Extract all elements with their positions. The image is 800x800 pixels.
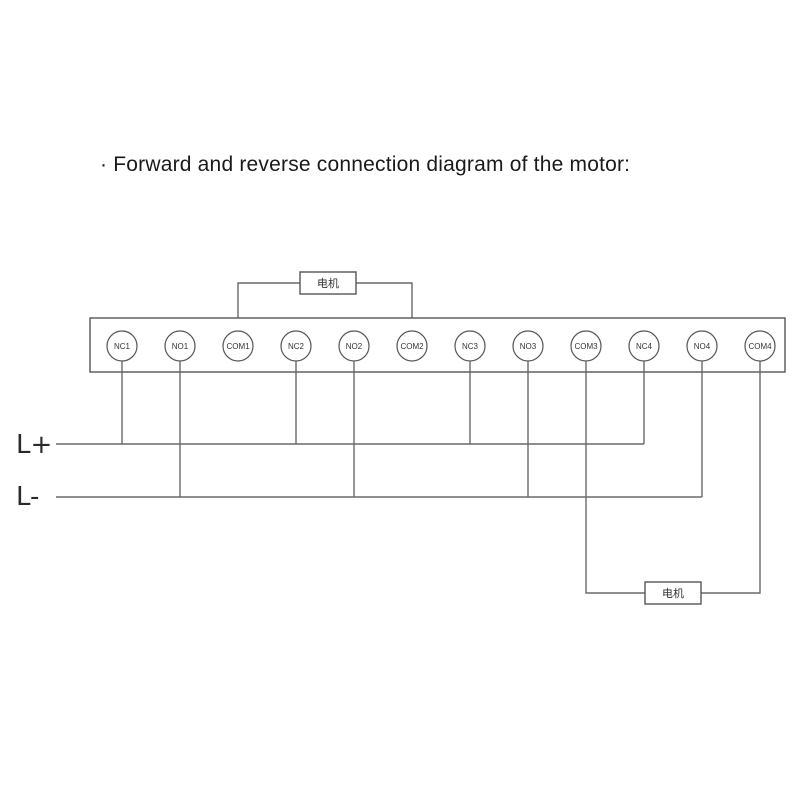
terminal-nc1: NC1	[106, 330, 138, 362]
terminal-nc3-label: NC3	[462, 342, 479, 351]
terminal-com2-label: COM2	[400, 342, 424, 351]
terminal-nc1-label: NC1	[114, 342, 131, 351]
terminal-nc4: NC4	[628, 330, 660, 362]
terminal-com2-circle	[396, 330, 428, 362]
motor-bottom-wire-right	[701, 361, 761, 594]
diagram-caption: · Forward and reverse connection diagram…	[100, 153, 631, 176]
terminal-no1: NO1	[164, 330, 196, 362]
motor-bottom-wire-left	[585, 361, 645, 594]
terminal-no4-label: NO4	[694, 342, 711, 351]
terminal-com1: COM1	[222, 330, 254, 362]
terminal-com3: COM3	[570, 330, 602, 362]
terminal-no3: NO3	[512, 330, 544, 362]
terminal-com4: COM4	[744, 330, 776, 362]
terminal-nc2: NC2	[280, 330, 312, 362]
terminal-com3-label: COM3	[574, 342, 598, 351]
terminal-board	[89, 317, 786, 373]
motor-bottom-label: 电机	[662, 586, 684, 600]
terminal-no3-label: NO3	[520, 342, 537, 351]
terminal-no1-label: NO1	[172, 342, 189, 351]
terminal-nc3: NC3	[454, 330, 486, 362]
terminal-nc4-label: NC4	[636, 342, 653, 351]
motor-top-box	[299, 271, 357, 295]
terminal-no2-label: NO2	[346, 342, 363, 351]
motor-top-label: 电机	[317, 276, 339, 290]
rail-positive-label: L+	[16, 430, 52, 460]
terminal-no2: NO2	[338, 330, 370, 362]
motor-bottom-box	[644, 581, 702, 605]
motor-top-wire-right	[356, 282, 413, 330]
terminal-com4-label: COM4	[748, 342, 772, 351]
terminal-com2: COM2	[396, 330, 428, 362]
terminal-com1-label: COM1	[226, 342, 250, 351]
terminal-nc2-label: NC2	[288, 342, 305, 351]
terminal-com1-circle	[222, 330, 254, 362]
motor-top-wire-left	[237, 282, 300, 330]
terminal-no4: NO4	[686, 330, 718, 362]
rail-negative-label: L-	[16, 482, 39, 512]
